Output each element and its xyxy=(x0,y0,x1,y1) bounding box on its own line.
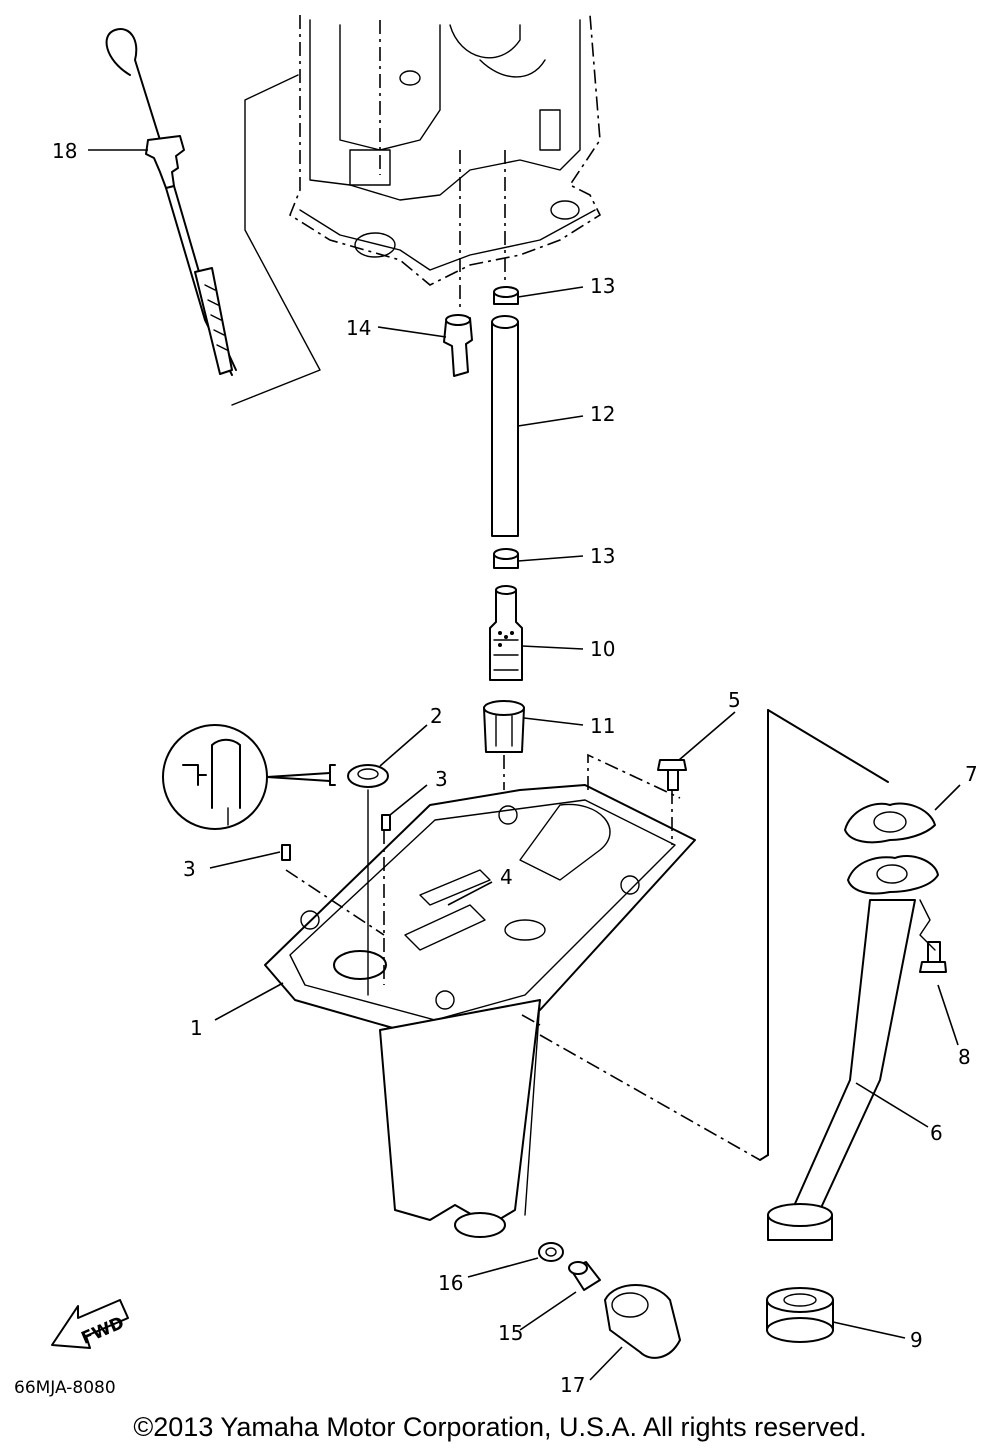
gasket-16-part xyxy=(538,1242,564,1262)
callout-15: 15 xyxy=(498,1321,523,1345)
bolt-5-part xyxy=(657,759,687,791)
copyright-notice: ©2013 Yamaha Motor Corporation, U.S.A. A… xyxy=(133,1412,866,1442)
plug-part xyxy=(443,314,473,377)
strainer-part xyxy=(489,585,523,681)
callout-3-right: 3 xyxy=(435,767,448,791)
bolt-8-part xyxy=(919,941,947,973)
strainer-cage-part xyxy=(483,700,525,753)
callout-16: 16 xyxy=(438,1271,463,1295)
callout-14: 14 xyxy=(346,316,371,340)
callout-7: 7 xyxy=(965,762,978,786)
dipstick-frame xyxy=(231,74,321,406)
callout-5: 5 xyxy=(728,688,741,712)
callout-17: 17 xyxy=(560,1373,585,1397)
callout-12: 12 xyxy=(590,402,615,426)
callout-11: 11 xyxy=(590,714,615,738)
callout-3-left: 3 xyxy=(183,857,196,881)
callout-18: 18 xyxy=(52,139,77,163)
seal-part xyxy=(347,764,389,788)
callout-9: 9 xyxy=(910,1328,923,1352)
pipe-part xyxy=(491,315,519,537)
callout-13-bottom: 13 xyxy=(590,544,615,568)
dipstick-part xyxy=(105,28,237,376)
assembly-lines xyxy=(285,709,936,1161)
oil-pan-part xyxy=(264,784,696,1238)
dowel-pins xyxy=(281,814,391,861)
callout-13-top: 13 xyxy=(590,274,615,298)
leader-lines xyxy=(88,149,961,1381)
grommet-9-part xyxy=(766,1287,834,1343)
callout-6: 6 xyxy=(930,1121,943,1145)
engine-block-outline xyxy=(289,14,602,310)
exhaust-tube-part xyxy=(767,855,939,1241)
detail-inset xyxy=(162,724,336,830)
grommet-top-part xyxy=(493,286,519,305)
grommet-bottom-part xyxy=(493,548,519,569)
fwd-arrow: FWD xyxy=(51,1299,129,1349)
gasket-7-part xyxy=(844,802,936,844)
callout-4: 4 xyxy=(500,865,513,889)
drain-bolt-part xyxy=(568,1261,601,1291)
cap-part xyxy=(604,1284,681,1359)
callout-1: 1 xyxy=(190,1016,203,1040)
callout-10: 10 xyxy=(590,637,615,661)
callout-8: 8 xyxy=(958,1045,971,1069)
drawing-code: 66MJA-8080 xyxy=(14,1378,116,1398)
callout-2: 2 xyxy=(430,704,443,728)
callouts: 18 14 13 12 13 10 11 2 3 3 4 1 5 7 8 6 9… xyxy=(52,139,978,1397)
